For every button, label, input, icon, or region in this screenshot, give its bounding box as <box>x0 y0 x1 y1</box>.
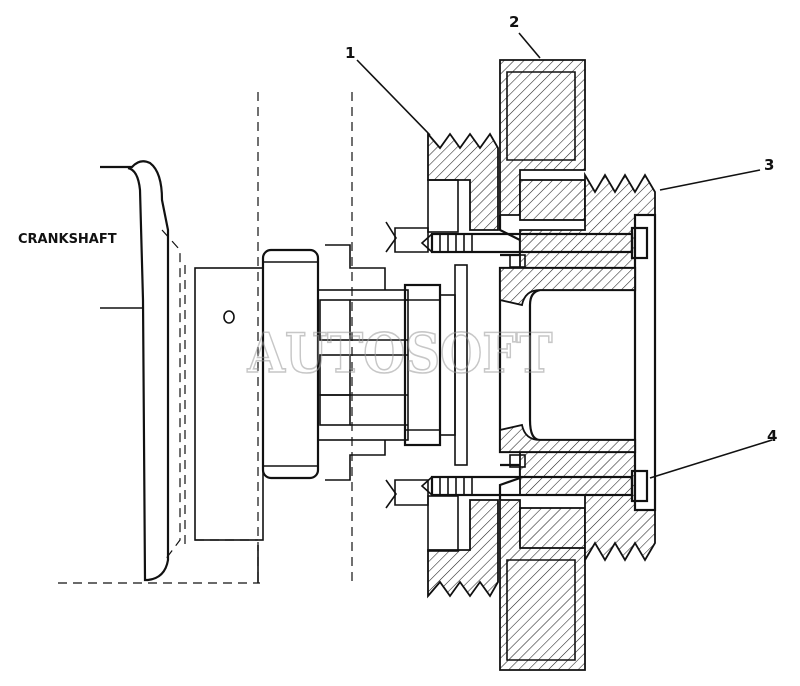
callout-4: 4 <box>767 427 777 445</box>
callout-leaders <box>356 32 773 479</box>
watermark-text: AUTOSOFT <box>247 321 553 385</box>
callout-3: 3 <box>764 156 774 174</box>
outer-pulley-3 <box>498 171 657 564</box>
crankshaft-flange <box>58 160 260 584</box>
callout-1: 1 <box>345 44 355 62</box>
crankshaft-nose <box>317 244 409 481</box>
retaining-bolt-head <box>403 264 468 466</box>
pulley-bolt-upper <box>420 226 649 260</box>
pulley-bolt-lower <box>420 469 649 503</box>
inner-pulley-1 <box>385 131 499 599</box>
crankshaft-label: CRANKSHAFT <box>18 232 117 247</box>
callout-2: 2 <box>509 13 519 31</box>
